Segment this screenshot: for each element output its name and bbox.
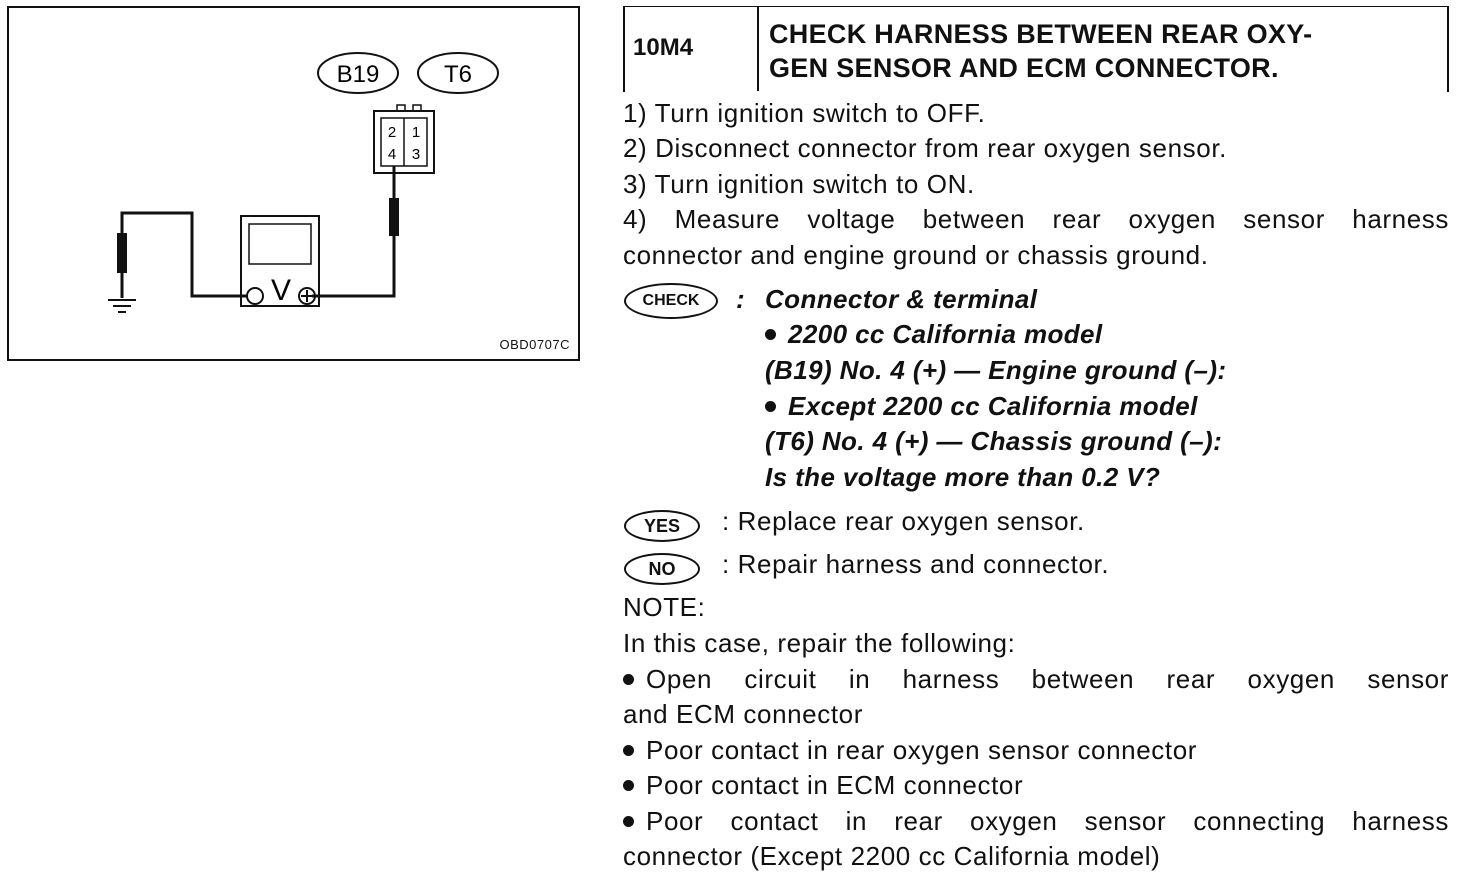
note-intro: In this case, repair the following:	[623, 628, 1016, 658]
bullet-icon	[623, 815, 634, 827]
check-model-1: 2200 cc California model	[765, 319, 1103, 349]
wiring-diagram: B19 T6 2 1 4 3 V	[7, 6, 580, 361]
b19-label: B19	[337, 61, 380, 88]
check-terminal-1: (B19) No. 4 (+) — Engine ground (–):	[765, 355, 1227, 385]
procedure-step-3: 3) Turn ignition switch to ON.	[623, 169, 975, 199]
note-item-2: Poor contact in rear oxygen sensor conne…	[623, 735, 1197, 765]
note-heading: NOTE:	[623, 592, 706, 622]
svg-text:4: 4	[388, 146, 396, 163]
bullet-icon	[765, 328, 776, 340]
note-item-4: Poor contact in rear oxygen sensor conne…	[623, 806, 1449, 836]
diagram-graphic: B19 T6 2 1 4 3 V	[108, 52, 499, 313]
t6-label: T6	[444, 61, 472, 88]
negative-probe	[117, 211, 247, 298]
b19-oval	[317, 52, 399, 94]
step-title-line-2: GEN SENSOR AND ECM CONNECTOR.	[769, 53, 1279, 83]
step-code: 10M4	[633, 34, 694, 61]
note-item-1: Open circuit in harness between rear oxy…	[623, 664, 1449, 694]
svg-text:V: V	[271, 274, 291, 307]
bullet-icon	[623, 779, 634, 791]
bullet-icon	[765, 400, 776, 412]
note-item-3: Poor contact in ECM connector	[623, 770, 1023, 800]
check-colon: :	[736, 284, 746, 314]
step-code-cell: 10M4	[625, 7, 759, 91]
svg-text:2: 2	[388, 124, 396, 141]
check-badge: CHECK	[624, 283, 718, 319]
check-question: Is the voltage more than 0.2 V?	[765, 462, 1161, 492]
svg-text:1: 1	[412, 124, 420, 141]
figure-code: OBD0707C	[499, 337, 570, 352]
bullet-icon	[623, 673, 634, 685]
svg-text:3: 3	[412, 146, 420, 163]
procedure-step-2: 2) Disconnect connector from rear oxygen…	[623, 133, 1227, 163]
procedure-step-1: 1) Turn ignition switch to OFF.	[623, 98, 986, 128]
note-item-4-cont: connector (Except 2200 cc California mod…	[623, 841, 1161, 871]
no-badge: NO	[624, 553, 700, 585]
voltmeter-icon: V	[240, 215, 320, 307]
note-item-1-cont: and ECM connector	[623, 699, 863, 729]
ground-icon	[108, 299, 136, 313]
connector: 2 1 4 3	[373, 104, 435, 174]
positive-probe	[312, 166, 399, 298]
bullet-icon	[623, 744, 634, 756]
step-title: CHECK HARNESS BETWEEN REAR OXY- GEN SENS…	[769, 17, 1429, 85]
procedure-step-4-cont: connector and engine ground or chassis g…	[623, 240, 1209, 270]
procedure-step-4: 4) Measure voltage between rear oxygen s…	[623, 204, 1449, 234]
yes-action: : Replace rear oxygen sensor.	[722, 506, 1085, 536]
check-model-2: Except 2200 cc California model	[765, 391, 1198, 421]
check-heading: Connector & terminal	[765, 284, 1038, 314]
t6-oval	[417, 52, 499, 94]
step-header: 10M4 CHECK HARNESS BETWEEN REAR OXY- GEN…	[623, 6, 1449, 92]
step-title-line-1: CHECK HARNESS BETWEEN REAR OXY-	[769, 19, 1313, 49]
no-action: : Repair harness and connector.	[722, 549, 1110, 579]
check-terminal-2: (T6) No. 4 (+) — Chassis ground (–):	[765, 426, 1223, 456]
yes-badge: YES	[624, 510, 700, 542]
